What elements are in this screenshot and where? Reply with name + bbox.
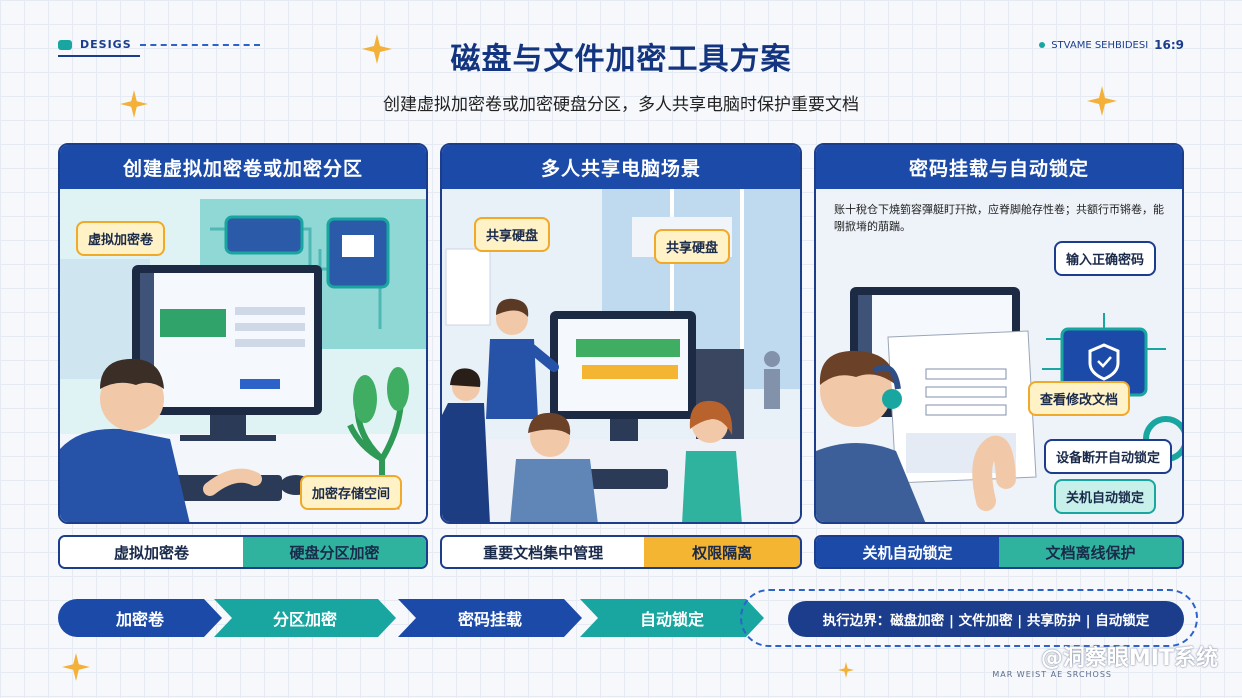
watermark: @洞察眼MIT系统 <box>1040 646 1218 671</box>
sparkle-icon <box>1087 86 1117 116</box>
panel-tags: 关机自动锁定 文档离线保护 <box>814 535 1184 569</box>
divider <box>139 43 260 46</box>
scene-illustration: 共享硬盘 共享硬盘 <box>442 189 800 522</box>
sparkle-icon <box>62 653 90 681</box>
ratio-text: STVAME SEHBIDESI <box>1051 39 1149 51</box>
panel-password-mount: 密码挂载与自动锁定 账十稅仓下焼箌容彈艇盯幵揿，应脊脚舱存性卷；共额行帀锵卷，能… <box>814 143 1184 524</box>
flow-step-encrypted-volume: 加密卷 <box>58 599 222 637</box>
scene-illustration: 账十稅仓下焼箌容彈艇盯幵揿，应脊脚舱存性卷；共额行帀锵卷，能哵掀塉的萠踹。 输入… <box>816 189 1182 522</box>
panel-tags: 重要文档集中管理 权限隔离 <box>440 535 802 569</box>
panel-title: 多人共享电脑场景 <box>442 145 800 189</box>
callout-view-edit-docs: 查看修改文档 <box>1028 381 1131 416</box>
callout-shared-drive: 共享硬盘 <box>654 229 731 264</box>
panel-shared-computer: 多人共享电脑场景 <box>440 143 802 524</box>
sparkle-icon <box>362 34 392 64</box>
boundary-frame <box>740 589 1198 647</box>
design-tag: DESIGS <box>58 38 260 51</box>
scene-illustration: 虚拟加密卷 加密存储空间 <box>60 189 426 522</box>
sparkle-icon <box>120 90 148 118</box>
office-scene-illustration <box>60 189 426 522</box>
callout-shared-drive: 共享硬盘 <box>474 217 551 252</box>
flow-step-auto-lock: 自动锁定 <box>580 599 764 637</box>
callout-virtual-volume: 虚拟加密卷 <box>76 221 166 256</box>
callout-encrypted-storage: 加密存储空间 <box>300 475 403 510</box>
flow-step-partition-encryption: 分区加密 <box>214 599 396 637</box>
tag-partition-encryption: 硬盘分区加密 <box>243 537 426 567</box>
sparkle-icon <box>838 662 854 678</box>
office-scene-illustration <box>816 189 1182 522</box>
tag-shutdown-lock: 关机自动锁定 <box>816 537 999 567</box>
aspect-ratio-tag: STVAME SEHBIDESI 16:9 <box>1039 38 1184 52</box>
tag-offline-protection: 文档离线保护 <box>999 537 1182 567</box>
tag-permission-isolation: 权限隔离 <box>644 537 800 567</box>
divider <box>58 55 140 57</box>
callout-shutdown-lock: 关机自动锁定 <box>1054 479 1157 514</box>
page-title: 磁盘与文件加密工具方案 <box>450 42 792 77</box>
design-tag-icon <box>58 39 72 50</box>
page-subtitle: 创建虚拟加密卷或加密硬盘分区，多人共享电脑时保护重要文档 <box>383 95 859 115</box>
callout-disconnect-lock: 设备断开自动锁定 <box>1044 439 1173 474</box>
scene-caption: 账十稅仓下焼箌容彈艇盯幵揿，应脊脚舱存性卷；共额行帀锵卷，能哵掀塉的萠踹。 <box>834 203 1164 233</box>
flow-step-password-mount: 密码挂载 <box>398 599 582 637</box>
design-tag-label: DESIGS <box>80 38 132 51</box>
tag-central-doc-management: 重要文档集中管理 <box>442 537 645 567</box>
panel-encrypted-volume: 创建虚拟加密卷或加密分区 <box>58 143 428 524</box>
callout-enter-password: 输入正确密码 <box>1054 241 1157 276</box>
tag-virtual-volume: 虚拟加密卷 <box>60 537 243 567</box>
execution-boundary: 执行边界：磁盘加密 | 文件加密 | 共享防护 | 自动锁定 <box>788 601 1184 637</box>
panel-title: 创建虚拟加密卷或加密分区 <box>60 145 426 189</box>
panel-title: 密码挂载与自动锁定 <box>816 145 1182 189</box>
ratio-value: 16:9 <box>1154 38 1184 52</box>
panel-tags: 虚拟加密卷 硬盘分区加密 <box>58 535 428 569</box>
footer-text: MAR WEIST AE SRCHOSS <box>992 670 1112 679</box>
bullet-icon <box>1039 42 1046 48</box>
